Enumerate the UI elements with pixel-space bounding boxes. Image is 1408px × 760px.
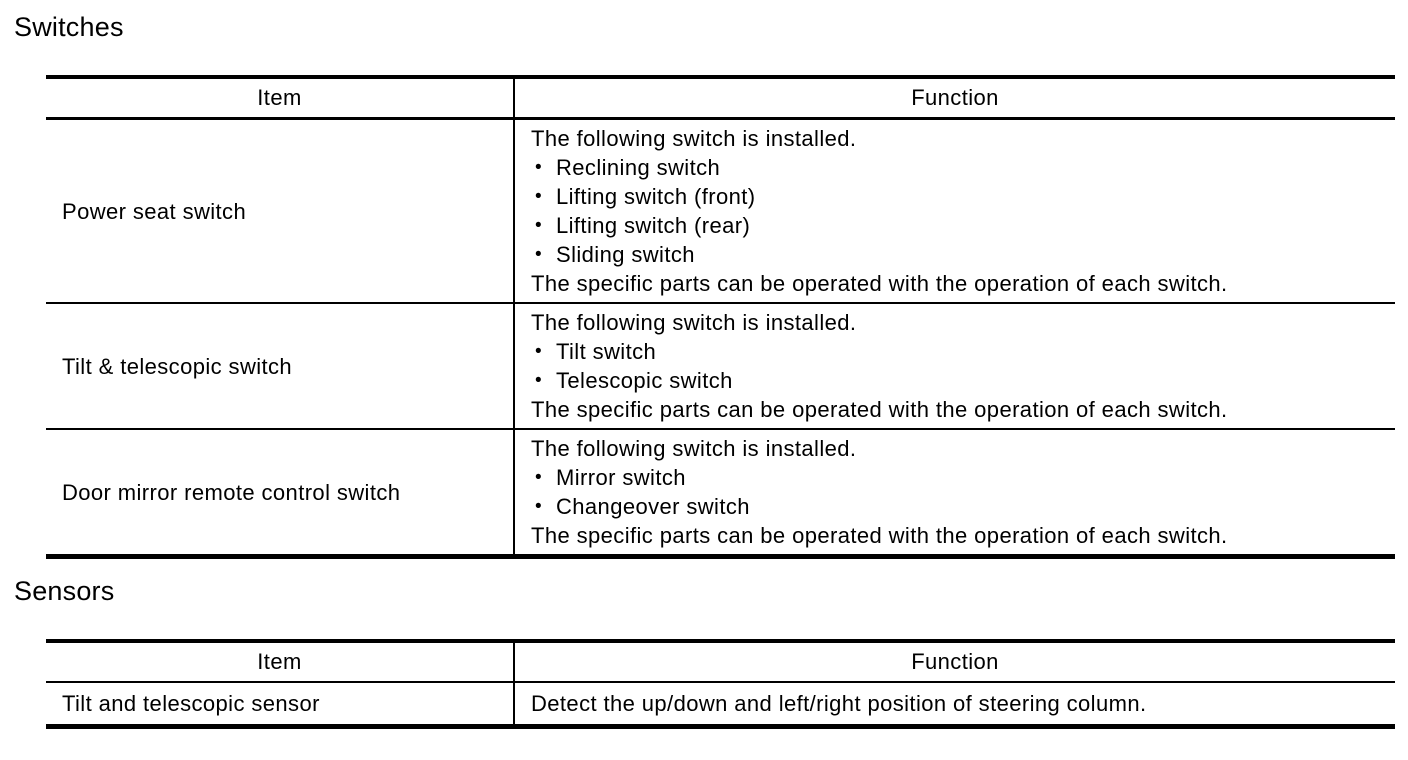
bullet-text: Telescopic switch	[556, 368, 733, 393]
function-cell: The following switch is installed. • Til…	[514, 302, 1395, 429]
bullet-item: • Reclining switch	[531, 153, 1379, 182]
bullet-item: • Tilt switch	[531, 337, 1379, 366]
bullet-item: • Lifting switch (rear)	[531, 211, 1379, 240]
column-header-item: Item	[46, 77, 515, 120]
bullet-icon: •	[535, 186, 543, 207]
bullet-item: • Mirror switch	[531, 463, 1379, 492]
function-cell: The following switch is installed. • Mir…	[514, 428, 1395, 557]
bullet-icon: •	[535, 370, 543, 391]
bullet-text: Mirror switch	[556, 465, 686, 490]
table-row-tilt-and-telescopic-sensor: Tilt and telescopic sensor Detect the up…	[46, 682, 1395, 727]
bullet-icon: •	[535, 341, 543, 362]
bullet-text: Reclining switch	[556, 155, 721, 180]
bullet-item: • Telescopic switch	[531, 366, 1379, 395]
function-outro: The specific parts can be operated with …	[531, 523, 1228, 548]
bullet-text: Lifting switch (rear)	[556, 213, 751, 238]
item-cell: Door mirror remote control switch	[46, 428, 515, 557]
item-cell: Tilt & telescopic switch	[46, 302, 515, 429]
sensors-table: Item Function Tilt and telescopic sensor…	[46, 639, 1395, 729]
switches-table: Item Function Power seat switch The foll…	[46, 75, 1395, 559]
function-cell: The following switch is installed. • Rec…	[514, 119, 1395, 304]
function-intro: The following switch is installed.	[531, 126, 857, 151]
table-row-tilt-telescopic-switch: Tilt & telescopic switch The following s…	[46, 302, 1395, 429]
column-header-item: Item	[46, 641, 515, 683]
bullet-icon: •	[535, 244, 543, 265]
sensors-header-row: Item Function	[46, 641, 1395, 683]
bullet-text: Tilt switch	[556, 339, 657, 364]
bullet-icon: •	[535, 157, 543, 178]
function-intro: The following switch is installed.	[531, 310, 857, 335]
bullet-text: Lifting switch (front)	[556, 184, 756, 209]
table-row-power-seat-switch: Power seat switch The following switch i…	[46, 118, 1395, 304]
function-outro: The specific parts can be operated with …	[531, 397, 1228, 422]
switches-header-row: Item Function	[46, 77, 1395, 120]
bullet-icon: •	[535, 467, 543, 488]
bullet-text: Sliding switch	[556, 242, 695, 267]
function-outro: The specific parts can be operated with …	[531, 271, 1228, 296]
item-cell: Power seat switch	[46, 118, 515, 303]
function-intro: The following switch is installed.	[531, 436, 857, 461]
bullet-item: • Sliding switch	[531, 240, 1379, 269]
bullet-text: Changeover switch	[556, 494, 750, 519]
bullet-item: • Lifting switch (front)	[531, 182, 1379, 211]
bullet-item: • Changeover switch	[531, 492, 1379, 521]
table-row-door-mirror-remote-control-switch: Door mirror remote control switch The fo…	[46, 428, 1395, 557]
function-cell: Detect the up/down and left/right positi…	[531, 691, 1147, 716]
column-header-function: Function	[514, 641, 1395, 683]
bullet-icon: •	[535, 215, 543, 236]
switches-heading: Switches	[14, 12, 124, 42]
bullet-icon: •	[535, 496, 543, 517]
column-header-function: Function	[514, 77, 1395, 120]
item-cell: Tilt and telescopic sensor	[46, 682, 515, 727]
sensors-heading: Sensors	[14, 576, 115, 606]
